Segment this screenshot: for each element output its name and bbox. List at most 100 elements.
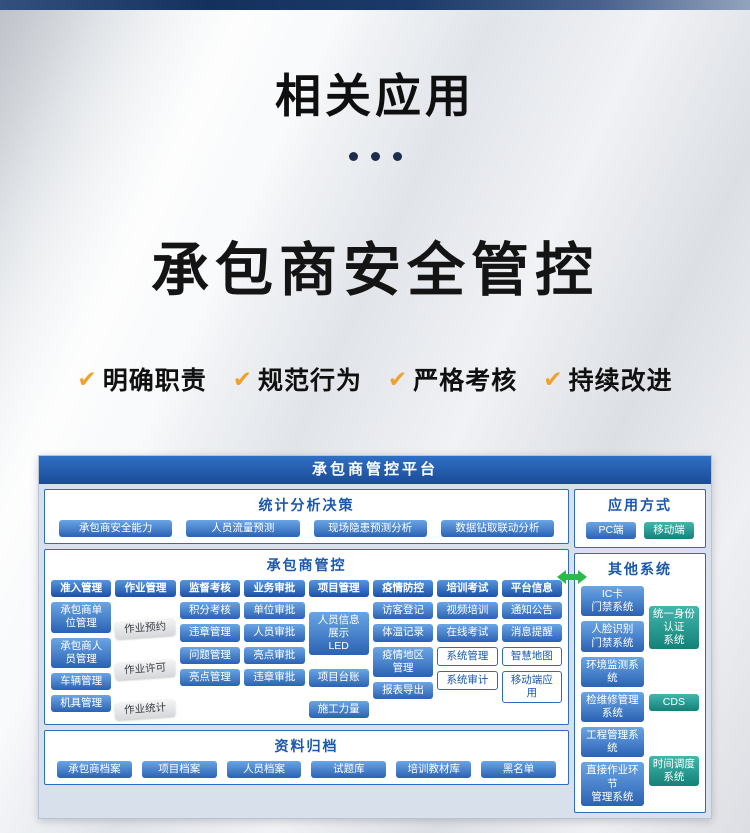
archive-item: 承包商档案: [57, 761, 132, 779]
control-item: 访客登记: [372, 602, 434, 620]
other-systems-columns: IC卡 门禁系统 人脸识别 门禁系统 环境监测系统 检维修管理系统 工程管理系统…: [581, 584, 699, 806]
link-arrow-icon: [557, 569, 587, 585]
control-item: 在线考试: [437, 624, 498, 642]
control-item: 视频培训: [437, 602, 498, 620]
control-item: 问题管理: [179, 646, 241, 664]
column-header: 准入管理: [51, 580, 112, 598]
control-column-work: 作业管理 作业预约 作业许可 作业统计: [114, 580, 177, 721]
control-item: 承包商人员管理: [51, 637, 112, 668]
control-item: 机具管理: [51, 694, 112, 712]
control-item: 疫情地区管理: [372, 646, 434, 677]
column-header: 业务审批: [244, 580, 305, 598]
control-columns: 准入管理 承包商单位管理 承包商人员管理 车辆管理 机具管理 作业管理 作业预约…: [51, 580, 562, 721]
control-item: 车辆管理: [51, 672, 112, 690]
other-system-item: 环境监测系统: [581, 656, 644, 687]
check-icon: ✔: [77, 365, 98, 392]
other-system-item: 直接作业环节 管理系统: [581, 762, 644, 806]
control-item: 亮点审批: [244, 646, 305, 664]
feature-item: ✔ 持续改进: [543, 361, 672, 397]
archive-section-title: 资料归档: [274, 738, 339, 755]
diagram-body: 统计分析决策 承包商安全能力 人员流量预测 现场隐患预测分析 数据钻取联动分析 …: [39, 484, 711, 818]
control-item: 体温记录: [372, 624, 434, 642]
feature-label: 规范行为: [257, 367, 362, 395]
other-system-item: IC卡 门禁系统: [581, 586, 644, 617]
stats-item: 现场隐患预测分析: [313, 520, 427, 538]
control-item: 项目台账: [308, 669, 369, 687]
top-banner-strip: [0, 0, 750, 10]
archive-item: 人员档案: [226, 761, 302, 779]
feature-item: ✔ 明确职责: [77, 361, 206, 397]
archive-item: 项目档案: [141, 761, 217, 779]
feature-label: 严格考核: [413, 367, 518, 395]
column-header: 平台信息: [501, 580, 562, 598]
column-header: 项目管理: [308, 580, 369, 598]
platform-title-bar: 承包商管控平台: [39, 456, 711, 484]
dot-icon: [370, 152, 380, 161]
check-icon: ✔: [388, 365, 409, 392]
control-item: 承包商单位管理: [51, 602, 112, 633]
stats-item: 数据钻取联动分析: [440, 520, 554, 538]
stats-section: 统计分析决策 承包商安全能力 人员流量预测 现场隐患预测分析 数据钻取联动分析: [44, 489, 569, 545]
control-item: 单位审批: [244, 602, 305, 620]
apply-mode-items: PC端 移动端: [581, 520, 699, 541]
column-header: 监督考核: [179, 580, 241, 598]
apply-mode-mobile: 移动端: [644, 522, 694, 540]
control-column-access: 准入管理 承包商单位管理 承包商人员管理 车辆管理 机具管理: [51, 580, 112, 718]
dots-decoration: [0, 152, 750, 161]
control-item: 人员信息展示 LED: [308, 611, 369, 656]
control-column-training: 培训考试 视频培训 在线考试 系统管理 系统审计: [437, 580, 498, 718]
other-system-item: 工程管理系统: [581, 727, 644, 758]
other-system-item: 统一身份认证 系统: [648, 605, 699, 650]
control-item: 施工力量: [308, 700, 369, 719]
apply-mode-section: 应用方式 PC端 移动端: [574, 489, 706, 549]
feature-label: 持续改进: [568, 367, 673, 395]
feature-label: 明确职责: [102, 367, 207, 395]
column-header: 疫情防控: [372, 580, 434, 598]
apply-mode-title: 应用方式: [608, 497, 672, 513]
diagram-right-column: 应用方式 PC端 移动端 其他系统 IC卡 门禁系统 人脸识别 门禁系统 环境监…: [574, 489, 706, 813]
platform-architecture-diagram: 承包商管控平台 统计分析决策 承包商安全能力 人员流量预测 现场隐患预测分析 数…: [38, 455, 712, 819]
check-icon: ✔: [232, 365, 253, 392]
control-item: 智慧地图: [501, 646, 562, 666]
control-item: 作业许可: [114, 658, 177, 680]
archive-item: 黑名单: [481, 761, 556, 779]
archive-items: 承包商档案 项目档案 人员档案 试题库 培训教材库 黑名单: [51, 761, 562, 779]
other-systems-left: IC卡 门禁系统 人脸识别 门禁系统 环境监测系统 检维修管理系统 工程管理系统…: [581, 586, 644, 806]
control-item: 作业预约: [114, 618, 177, 640]
control-item: 报表导出: [372, 681, 434, 699]
stats-item: 人员流量预测: [186, 520, 300, 538]
other-systems-title: 其他系统: [608, 561, 672, 578]
control-item: 通知公告: [501, 602, 562, 620]
other-systems-right: 统一身份认证 系统 CDS 时间调度系统: [648, 586, 699, 806]
other-system-item: 人脸识别 门禁系统: [581, 621, 644, 652]
control-item: 人员审批: [244, 624, 305, 642]
control-item: 系统管理: [437, 646, 498, 666]
stats-section-title: 统计分析决策: [258, 497, 355, 513]
archive-section: 资料归档 承包商档案 项目档案 人员档案 试题库 培训教材库 黑名单: [44, 730, 569, 786]
control-section: 承包商管控 准入管理 承包商单位管理 承包商人员管理 车辆管理 机具管理 作业管…: [44, 549, 569, 726]
column-header: 培训考试: [437, 580, 498, 598]
other-system-item: 时间调度系统: [648, 755, 699, 786]
control-item: 违章审批: [244, 668, 305, 686]
control-column-platform-info: 平台信息 通知公告 消息提醒 智慧地图 移动端应用: [501, 580, 562, 718]
control-item: 违章管理: [179, 624, 241, 642]
dot-icon: [392, 152, 402, 161]
other-systems-section: 其他系统 IC卡 门禁系统 人脸识别 门禁系统 环境监测系统 检维修管理系统 工…: [574, 553, 706, 813]
control-item: 亮点管理: [179, 668, 241, 686]
control-column-epidemic: 疫情防控 访客登记 体温记录 疫情地区管理 报表导出: [372, 580, 434, 718]
control-column-supervision: 监督考核 积分考核 违章管理 问题管理 亮点管理: [179, 580, 241, 718]
control-item: 移动端应用: [501, 670, 562, 703]
control-item: 系统审计: [437, 670, 498, 690]
stats-items: 承包商安全能力 人员流量预测 现场隐患预测分析 数据钻取联动分析: [51, 520, 562, 538]
control-item: 作业统计: [114, 698, 177, 721]
diagram-left-column: 统计分析决策 承包商安全能力 人员流量预测 现场隐患预测分析 数据钻取联动分析 …: [44, 489, 569, 813]
control-item: 积分考核: [179, 602, 241, 620]
other-system-item: 检维修管理系统: [581, 691, 644, 723]
control-column-project: 项目管理 人员信息展示 LED 项目台账 施工力量: [308, 580, 369, 719]
control-item: 消息提醒: [501, 624, 562, 642]
feature-item: ✔ 规范行为: [233, 361, 362, 397]
check-icon: ✔: [543, 365, 564, 392]
feature-item: ✔ 严格考核: [388, 361, 517, 397]
control-column-approval: 业务审批 单位审批 人员审批 亮点审批 违章审批: [244, 580, 305, 718]
